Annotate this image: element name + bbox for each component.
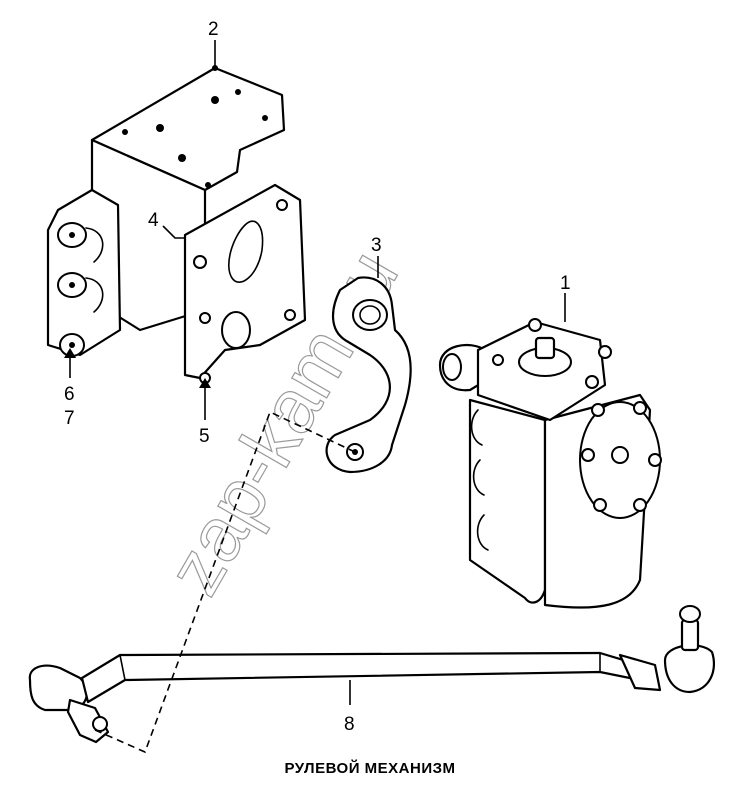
callout-6: 6 [64,384,75,405]
callout-3: 3 [371,235,382,256]
drag-link [28,605,716,744]
pitman-arm [325,276,412,474]
callout-2: 2 [208,19,219,40]
callout-5: 5 [199,426,210,447]
mounting-bracket [46,66,307,384]
callout-8: 8 [344,714,355,735]
diagram-caption: РУЛЕВОЙ МЕХАНИЗМ [284,760,456,777]
assembly-guide-lines [94,410,356,754]
steering-gear-housing [438,318,662,609]
leader-lines [64,40,566,705]
callout-1: 1 [560,273,571,294]
callout-4: 4 [148,210,159,231]
callout-7: 7 [64,408,75,429]
